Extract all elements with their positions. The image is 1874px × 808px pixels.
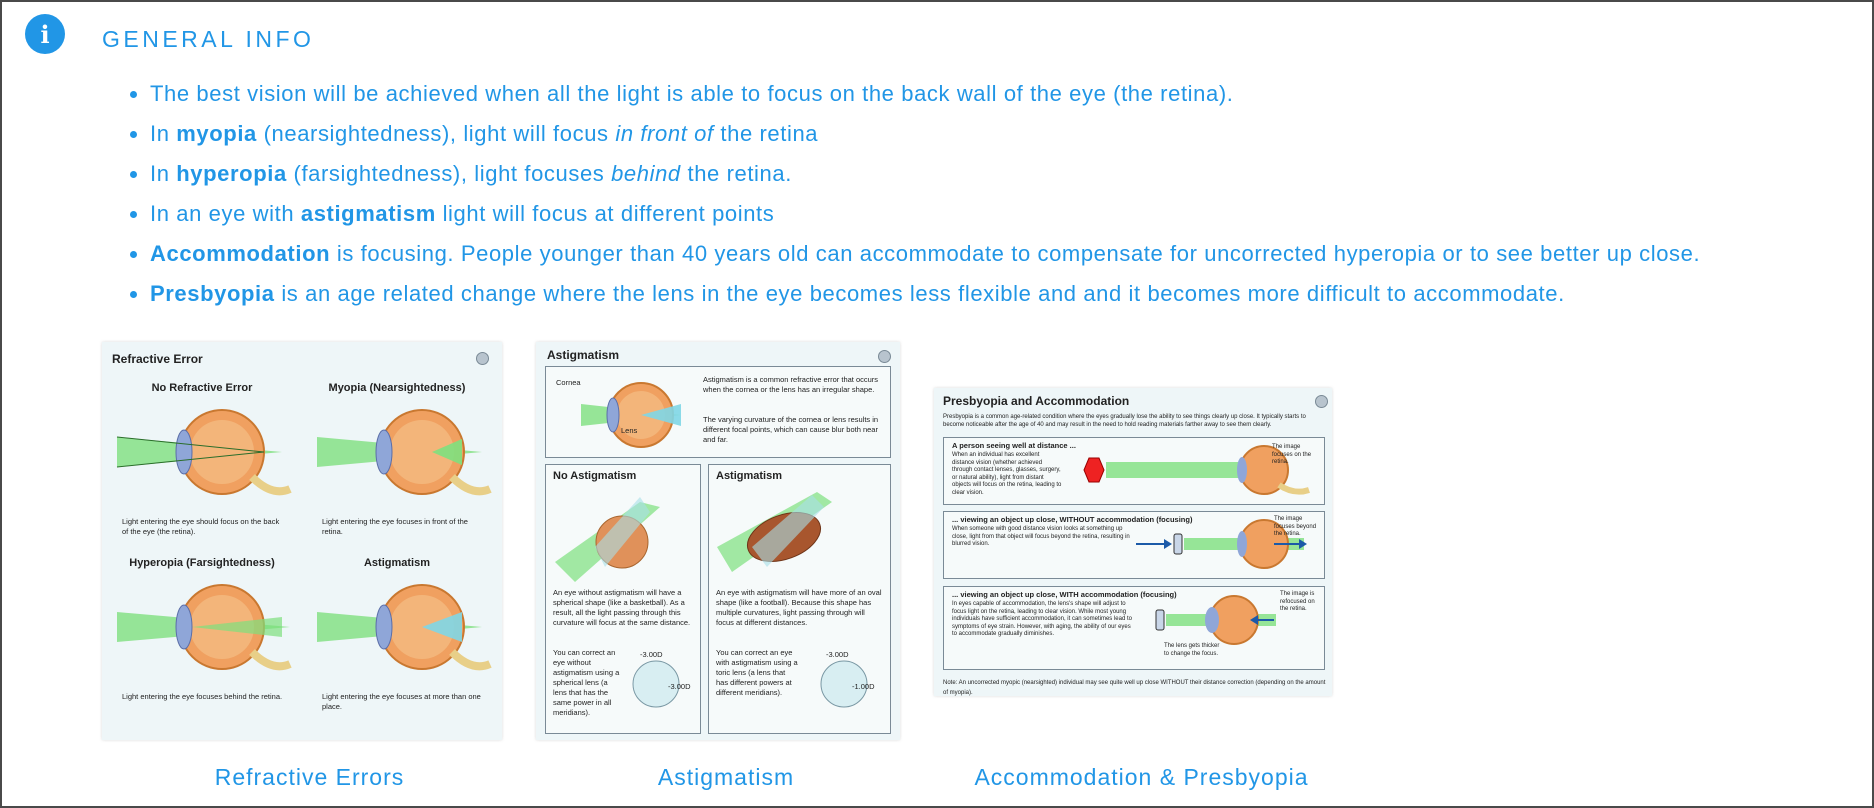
spherical-lens-diagram (632, 660, 680, 708)
panel-title: Hyperopia (Farsightedness) (129, 557, 275, 569)
panel-caption: Light entering the eye focuses at more t… (322, 692, 481, 711)
presbyopia-figure[interactable]: Presbyopia and Accommodation Presbyopia … (934, 388, 1332, 696)
cornea-label: Cornea (556, 378, 581, 387)
sphere-diagram (555, 497, 660, 582)
figure-title: Astigmatism (547, 348, 620, 362)
bullet-item: The best vision will be achieved when al… (150, 74, 1874, 114)
scenario-row (943, 586, 1325, 670)
eye-diagram-cornea-lens (581, 382, 681, 448)
logo-icon (878, 350, 891, 363)
lens-power-label: -3.00D (640, 650, 663, 659)
lens-note: The lens gets thicker to change the focu… (1164, 643, 1220, 657)
panel-caption: Light entering the eye should focus on t… (122, 517, 280, 536)
panel-title: Myopia (Nearsightedness) (328, 382, 466, 394)
figure-title: Presbyopia and Accommodation (943, 394, 1130, 408)
bullet-item: Accommodation is focusing. People younge… (150, 234, 1874, 274)
eye-diagram-myopia (317, 409, 492, 496)
eye-diagram-astigmatism (317, 584, 492, 671)
panel-text: You can correct an eye with astigmatism … (716, 648, 798, 697)
panel-text: An eye without astigmatism will have a s… (553, 588, 691, 627)
scenario-text: When an individual has excellent distanc… (952, 452, 1062, 496)
astigmatism-figure[interactable]: Astigmatism Cornea Lens Astigmatism is a… (536, 342, 900, 740)
panel-title: No Refractive Error (151, 382, 253, 394)
footnote: Note: An uncorrected myopic (nearsighted… (943, 680, 1326, 696)
toric-lens-diagram (820, 660, 868, 708)
scenario-text: In eyes capable of accommodation, the le… (952, 601, 1132, 637)
scenario-title: ... viewing an object up close, WITHOUT … (952, 515, 1193, 524)
oval-diagram (717, 492, 832, 572)
panel-caption: Light entering the eye focuses behind th… (122, 692, 283, 701)
info-icon: i (25, 14, 65, 54)
panel-title: Astigmatism (716, 470, 783, 482)
bullet-item: In myopia (nearsightedness), light will … (150, 114, 1874, 154)
eye-diagram-normal (116, 409, 292, 496)
info-bullet-list: The best vision will be achieved when al… (120, 74, 1874, 314)
bullet-item: In an eye with astigmatism light will fo… (150, 194, 1874, 234)
near-with-accommodation-diagram (1155, 595, 1276, 645)
intro-text: Astigmatism is a common refractive error… (703, 375, 879, 394)
scenario-text: When someone with good distance vision l… (952, 526, 1130, 547)
distance-vision-diagram (1083, 445, 1310, 495)
scenario-note: The image is refocused on the retina. (1280, 591, 1315, 612)
lens-power-label: -3.00D (668, 682, 691, 691)
scenario-title: ... viewing an object up close, WITH acc… (952, 590, 1177, 599)
scenario-note: The image focuses on the retina. (1272, 444, 1312, 465)
panel-text: You can correct an eye without astigmati… (553, 648, 620, 717)
logo-icon (1315, 395, 1328, 408)
panel-text: An eye with astigmatism will have more o… (716, 588, 882, 627)
panel-caption: Light entering the eye focuses in front … (322, 517, 468, 536)
eye-diagram-hyperopia (117, 584, 292, 671)
logo-icon (476, 352, 489, 365)
astigmatism-link[interactable]: Astigmatism (657, 764, 795, 790)
refractive-errors-link[interactable]: Refractive Errors (214, 764, 405, 790)
intro-text: Presbyopia is a common age-related condi… (943, 414, 1306, 428)
section-title: GENERAL INFO (102, 26, 315, 52)
lens-power-label: -3.00D (826, 650, 849, 659)
refractive-error-figure[interactable]: Refractive Error No Refractive Error Myo… (102, 342, 502, 740)
scenario-note: The image focuses beyond the retina. (1274, 516, 1317, 537)
intro-text: The varying curvature of the cornea or l… (703, 415, 879, 444)
lens-power-label: -1.00D (852, 682, 875, 691)
accommodation-presbyopia-link[interactable]: Accommodation & Presbyopia (974, 764, 1309, 790)
bullet-item: In hyperopia (farsightedness), light foc… (150, 154, 1874, 194)
figure-title: Refractive Error (112, 352, 203, 366)
near-without-accommodation-diagram (1136, 519, 1307, 569)
scenario-title: A person seeing well at distance ... (952, 441, 1076, 450)
bullet-item: Presbyopia is an age related change wher… (150, 274, 1874, 314)
panel-title: No Astigmatism (553, 470, 637, 482)
panel-title: Astigmatism (363, 557, 431, 569)
lens-label: Lens (621, 426, 638, 435)
